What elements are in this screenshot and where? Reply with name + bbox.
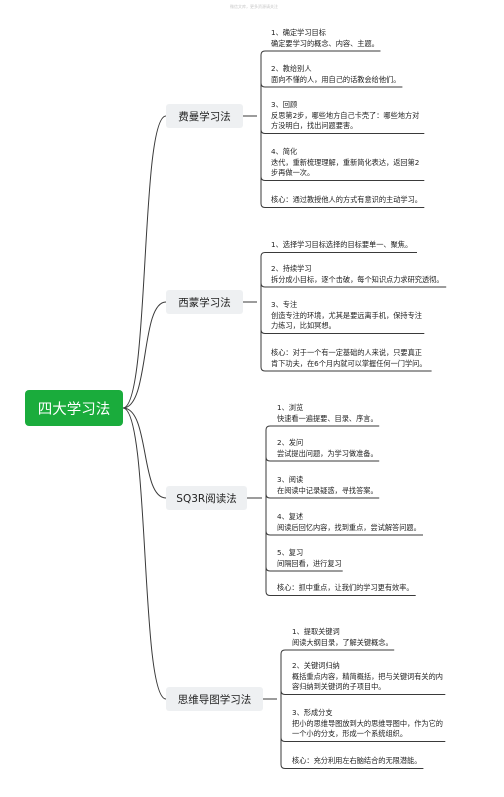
- leaf-branch-curve: [280, 690, 286, 695]
- branch-node[interactable]: 西蒙学习法: [166, 290, 243, 314]
- leaf-title: 4、复述: [277, 512, 304, 521]
- leaf-branch-curve: [265, 530, 271, 536]
- leaf-branch-curve: [265, 456, 271, 462]
- leaf-node[interactable]: 3、回顾反思第2步，哪些地方自己卡壳了：哪些地方对方没明白，找出问题要害。: [271, 100, 419, 132]
- leaf-title: 3、回顾: [271, 100, 298, 109]
- root-branch-connector: [122, 407, 167, 499]
- leaf-node[interactable]: 5、复习间隔回看，进行复习: [277, 548, 342, 569]
- leaf-title: 5、复习: [277, 548, 304, 557]
- leaf-text: 快速看一遍提要、目录、序言。: [277, 413, 378, 423]
- branch-node[interactable]: 思维导图学习法: [166, 687, 263, 711]
- leaf-node[interactable]: 1、浏览快速看一遍提要、目录、序言。: [277, 403, 378, 424]
- leaf-text: 迭代，重新梳理理解，重新简化表达，返回第2: [271, 157, 420, 167]
- leaf-title: 1、浏览: [277, 403, 304, 412]
- leaf-branch-curve: [265, 566, 271, 572]
- leaf-branch-curve: [260, 82, 266, 88]
- leaf-node[interactable]: 核心：对于一个有一定基础的人来说，只要真正肯下功夫，在6个月内就可以掌握任何一门…: [271, 348, 427, 369]
- leaf-text: 阅读大纲目录，了解关键概念。: [292, 637, 393, 647]
- leaf-spine: [280, 649, 286, 769]
- root-branch-connector: [122, 407, 167, 700]
- leaf-text: 一个小的分支，形成一个系统组织。: [292, 729, 408, 738]
- leaf-spine: [265, 425, 271, 596]
- leaf-title: 2、关键词归纳: [292, 661, 340, 670]
- leaf-node[interactable]: 1、选择学习目标选择的目标要单一、聚焦。: [271, 240, 412, 251]
- leaf-spine: [260, 50, 266, 208]
- leaf-node[interactable]: 4、复述阅读后回忆内容，找到重点，尝试解答问题。: [277, 512, 421, 533]
- leaf-branch-curve: [260, 282, 266, 288]
- leaf-text: 步再做一次。: [271, 168, 315, 177]
- leaf-title: 2、持续学习: [271, 264, 312, 273]
- leaf-title: 4、简化: [271, 147, 298, 156]
- leaf-text: 概括重点内容，精简概括，把与关键词有关的内: [292, 671, 443, 681]
- leaf-text: 容归纳到关键词的子项目中。: [292, 682, 386, 691]
- root-branch-connector: [122, 301, 167, 409]
- leaf-spine: [260, 252, 266, 372]
- leaf-text: 确定要学习的概念、内容、主题。: [271, 38, 379, 48]
- leaf-text: 核心：抓中重点，让我们的学习更有效率。: [277, 583, 414, 592]
- leaf-text: 核心：充分利用左右脑结合的无限潜能。: [292, 756, 422, 765]
- leaf-text: 反思第2步，哪些地方自己卡壳了：哪些地方对: [271, 110, 420, 120]
- leaf-title: 2、发问: [277, 438, 304, 447]
- leaf-text: 力练习，比如冥想。: [271, 321, 336, 330]
- leaf-title: 1、确定学习目标: [271, 28, 326, 37]
- leaf-node[interactable]: 3、阅读在阅读中记录疑惑，寻找答案。: [277, 475, 378, 496]
- leaf-node[interactable]: 1、提取关键词阅读大纲目录，了解关键概念。: [292, 627, 393, 648]
- leaf-text: 肯下功夫，在6个月内就可以掌握任何一门学问。: [271, 358, 427, 368]
- leaf-title: 1、提取关键词: [292, 627, 340, 636]
- leaf-text: 方没明白，找出问题要害。: [271, 121, 358, 130]
- branch-node[interactable]: 费曼学习法: [166, 104, 243, 128]
- leaf-node[interactable]: 3、专注创造专注的环境，尤其是要远离手机，保持专注力练习，比如冥想。: [271, 300, 422, 332]
- leaf-node[interactable]: 2、教给别人面向不懂的人，用自己的话教会给他们。: [271, 64, 400, 85]
- leaf-text: 拆分成小目标，逐个击破，每个知识点力求研究透彻。: [271, 274, 444, 284]
- leaf-title: 3、形成分支: [292, 708, 333, 717]
- leaf-node[interactable]: 2、关键词归纳概括重点内容，精简概括，把与关键词有关的内容归纳到关键词的子项目中…: [292, 661, 443, 693]
- leaf-title: 3、阅读: [277, 475, 304, 484]
- leaf-branch-curve: [260, 176, 266, 181]
- leaf-text: 面向不懂的人，用自己的话教会给他们。: [271, 74, 401, 84]
- leaf-node[interactable]: 1、确定学习目标确定要学习的概念、内容、主题。: [271, 28, 379, 49]
- leaf-branch-curve: [260, 129, 266, 134]
- leaf-text: 在阅读中记录疑惑，寻找答案。: [277, 485, 378, 495]
- leaf-node[interactable]: 核心：通过教授他人的方式有意识的主动学习。: [271, 195, 422, 206]
- leaf-text: 核心：通过教授他人的方式有意识的主动学习。: [271, 195, 422, 204]
- leaf-title: 3、专注: [271, 300, 298, 309]
- leaf-node[interactable]: 3、形成分支把小的思维导图放到大的思维导图中，作为它的一个小的分支，形成一个系统…: [292, 708, 443, 740]
- root-node[interactable]: 四大学习法: [25, 390, 123, 426]
- leaf-text: 1、选择学习目标选择的目标要单一、聚焦。: [271, 240, 413, 249]
- leaf-node[interactable]: 2、持续学习拆分成小目标，逐个击破，每个知识点力求研究透彻。: [271, 264, 444, 285]
- watermark: 微信文库，更多资源请关注: [230, 4, 278, 9]
- leaf-node[interactable]: 2、发问尝试提出问题，为学习做准备。: [277, 438, 378, 459]
- leaf-text: 把小的思维导图放到大的思维导图中，作为它的: [292, 718, 443, 728]
- leaf-branch-curve: [280, 737, 286, 742]
- leaf-branch-curve: [265, 493, 271, 499]
- leaf-text: 核心：对于一个有一定基础的人来说，只要真正: [271, 348, 422, 357]
- leaf-node[interactable]: 核心：抓中重点，让我们的学习更有效率。: [277, 583, 414, 594]
- leaf-node[interactable]: 核心：充分利用左右脑结合的无限潜能。: [292, 756, 421, 767]
- leaf-text: 创造专注的环境，尤其是要远离手机，保持专注: [271, 310, 422, 320]
- leaf-text: 尝试提出问题，为学习做准备。: [277, 448, 378, 458]
- branch-node[interactable]: SQ3R阅读法: [166, 486, 247, 510]
- leaf-title: 2、教给别人: [271, 64, 312, 73]
- leaf-branch-curve: [260, 329, 266, 334]
- leaf-text: 间隔回看，进行复习: [277, 558, 342, 568]
- leaf-text: 阅读后回忆内容，找到重点，尝试解答问题。: [277, 522, 421, 532]
- root-branch-connector: [122, 115, 167, 409]
